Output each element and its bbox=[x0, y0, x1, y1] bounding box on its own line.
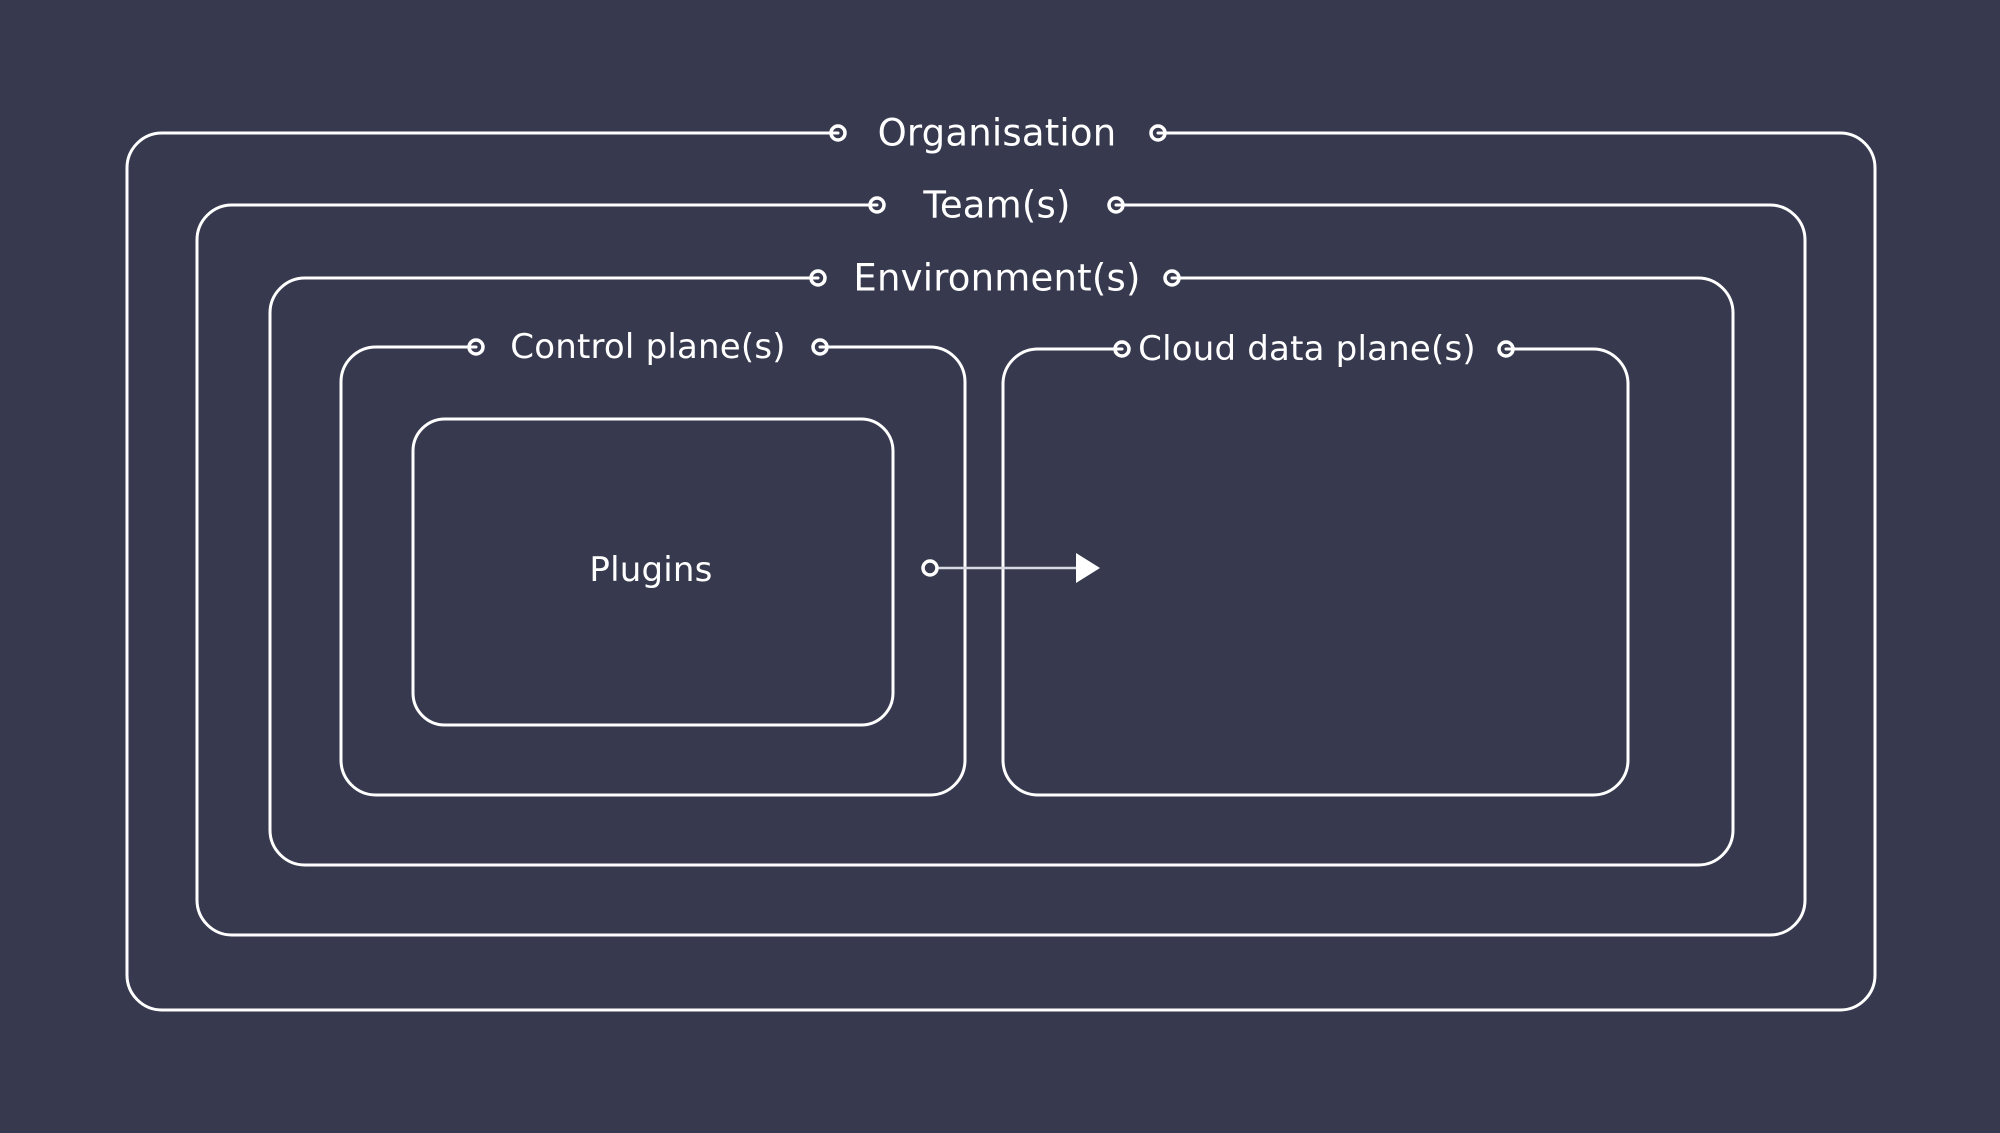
plugins-label: Plugins bbox=[589, 550, 713, 590]
cloud-data-plane-left-endpoint-dot bbox=[1113, 340, 1131, 358]
organisation-right-endpoint-dot bbox=[1149, 124, 1167, 142]
connector-origin-dot bbox=[921, 559, 939, 577]
cloud-data-plane-right-endpoint-dot bbox=[1497, 340, 1515, 358]
team-box-outline bbox=[195, 203, 1807, 937]
control-plane-box-outline bbox=[339, 345, 967, 797]
organisation-left-endpoint-dot bbox=[829, 124, 847, 142]
team-label: Team(s) bbox=[923, 183, 1071, 227]
cloud-data-plane-box-outline bbox=[1001, 347, 1630, 797]
team-left-endpoint-dot bbox=[868, 196, 886, 214]
plugins-to-cloud-data-plane-connector bbox=[921, 553, 1100, 583]
cloud-data-plane-label: Cloud data plane(s) bbox=[1138, 329, 1476, 369]
organisation-label: Organisation bbox=[877, 111, 1117, 155]
control-plane-label: Control plane(s) bbox=[510, 327, 786, 367]
control-plane-left-endpoint-dot bbox=[467, 338, 485, 356]
environment-box-outline bbox=[268, 276, 1735, 867]
environment-label: Environment(s) bbox=[853, 256, 1141, 300]
environment-right-endpoint-dot bbox=[1163, 269, 1181, 287]
connector-arrowhead bbox=[1076, 553, 1100, 583]
team-right-endpoint-dot bbox=[1107, 196, 1125, 214]
control-plane-right-endpoint-dot bbox=[811, 338, 829, 356]
plugins-box-outline bbox=[411, 417, 895, 727]
organisation-box-outline bbox=[125, 131, 1877, 1012]
environment-left-endpoint-dot bbox=[809, 269, 827, 287]
